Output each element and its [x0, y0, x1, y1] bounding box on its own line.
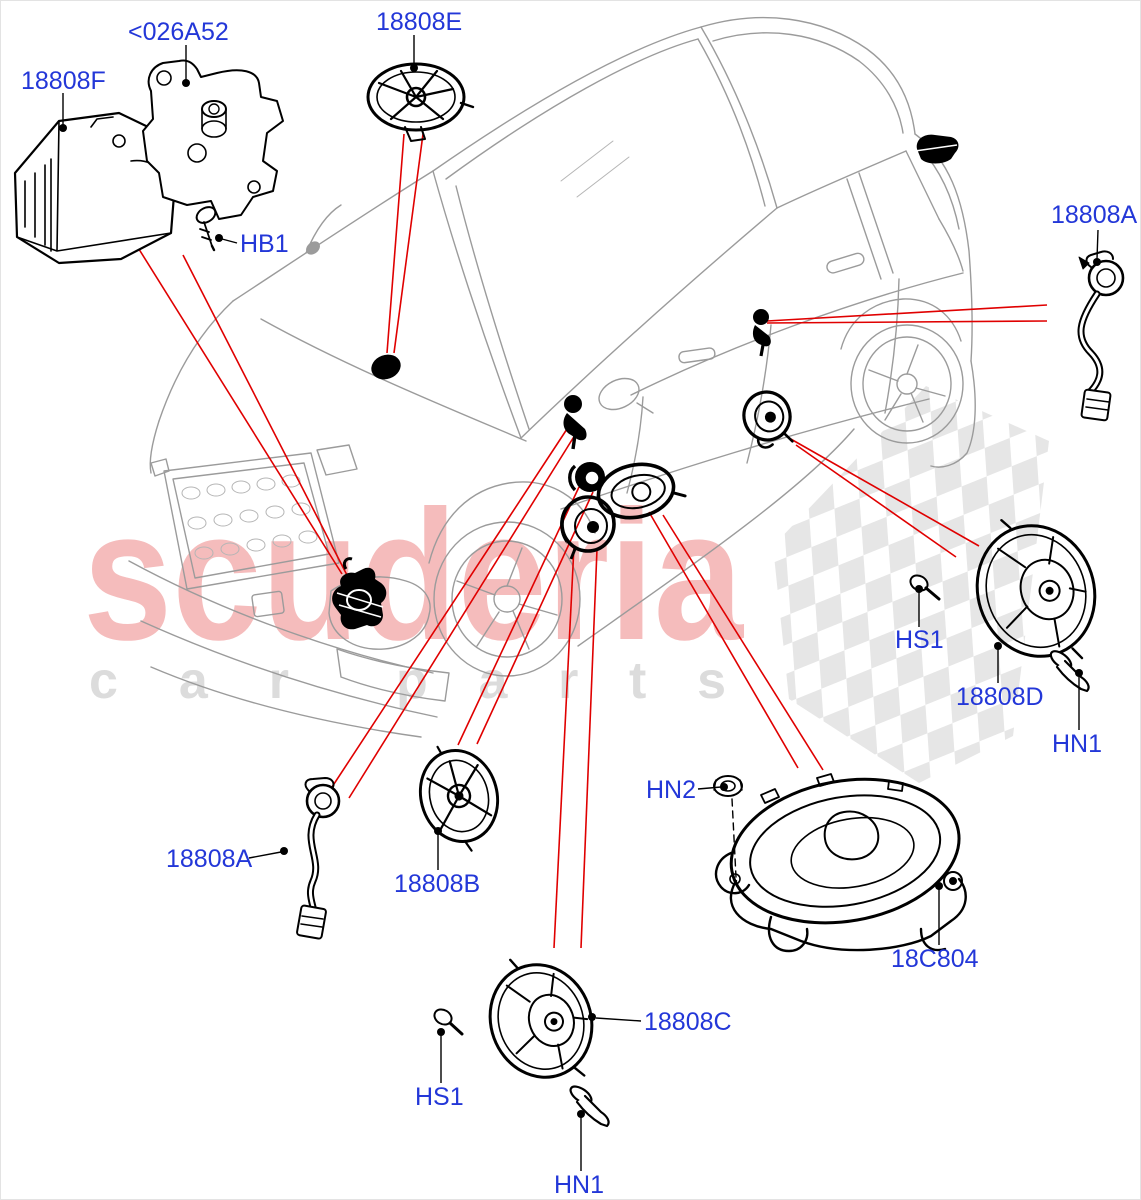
rear-wheel	[850, 324, 964, 444]
part-label-18808A-bl: 18808A	[166, 845, 253, 873]
parts-artwork	[13, 59, 1125, 1128]
door-woofer-artwork	[560, 495, 616, 560]
fog-area-speaker-artwork	[332, 557, 387, 630]
rear-door-handle	[826, 252, 865, 274]
part-screw-HS1-right	[909, 574, 941, 601]
headlamp	[316, 444, 358, 476]
dash-speaker-location-marker	[371, 354, 401, 380]
door-mirror	[598, 377, 640, 411]
part-label-18808D: 18808D	[956, 683, 1044, 711]
part-label-HS1-b: HS1	[415, 1083, 464, 1111]
watermark: scuderia c a r p a r t s	[83, 386, 1049, 783]
part-label-026A52: <026A52	[128, 18, 229, 46]
part-nut-HN2	[713, 775, 743, 878]
door-midrange-artwork	[568, 462, 605, 492]
part-label-18808C: 18808C	[644, 1008, 732, 1036]
watermark-sub-text-right: p a r t s	[396, 652, 726, 710]
front-wheel	[433, 521, 581, 677]
part-screw-HB1	[195, 206, 217, 252]
part-label-18808A-tr: 18808A	[1051, 201, 1138, 229]
part-speaker-18808C	[488, 958, 594, 1079]
part-label-18C804: 18C804	[891, 945, 979, 973]
part-subwoofer-18C804	[714, 773, 967, 953]
part-label-HN1-b: HN1	[554, 1171, 604, 1199]
rear-door-speaker-artwork	[742, 390, 794, 449]
part-label-HB1: HB1	[240, 230, 289, 258]
part-tweeter-harness-18808A-top	[1077, 250, 1125, 422]
part-label-HS1-r: HS1	[895, 626, 944, 654]
car-body-artwork	[128, 16, 976, 738]
part-label-HN1-r: HN1	[1052, 730, 1102, 758]
front-door-handle	[678, 347, 716, 364]
wiper	[306, 241, 320, 255]
part-label-HN2: HN2	[646, 776, 696, 804]
part-label-18808F: 18808F	[21, 67, 106, 95]
part-speaker-18808E	[366, 62, 475, 142]
part-bracket-026A52	[142, 59, 284, 220]
front-door-tweeter-artwork	[563, 395, 587, 450]
part-label-18808E: 18808E	[376, 8, 462, 36]
part-screw-HS1-bottom	[433, 1008, 464, 1036]
part-speaker-18808D	[975, 519, 1097, 660]
part-label-18808B: 18808B	[394, 870, 480, 898]
fog-lamp-recess	[328, 576, 431, 650]
rear-quarter-speaker-artwork	[914, 134, 959, 164]
red-leader-lines	[131, 133, 1048, 949]
part-tweeter-harness-18808A-bottom	[296, 777, 341, 940]
part-clip-HN1-right	[1049, 650, 1090, 693]
watermark-brand-text: scuderia	[83, 473, 745, 679]
rear-door-tweeter-artwork	[752, 309, 771, 357]
label-leader-lines	[59, 35, 1101, 1171]
part-clip-HN1-bottom	[569, 1085, 610, 1128]
part-speaker-18808B	[418, 745, 500, 852]
